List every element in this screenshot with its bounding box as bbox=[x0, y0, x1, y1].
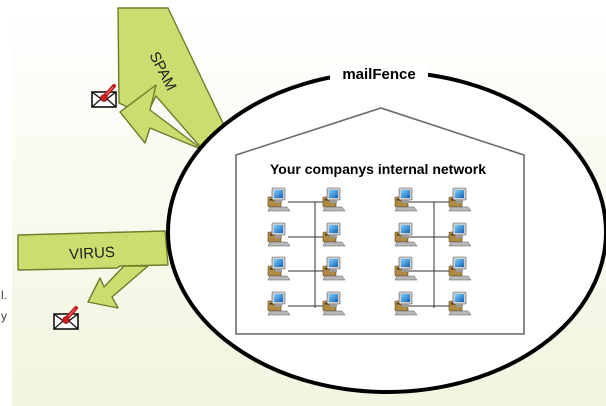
spam-arrow bbox=[117, 7, 233, 151]
virus-arrow bbox=[17, 230, 169, 309]
network-label: Your companys internal network bbox=[270, 161, 486, 177]
edge-text-fragment: l. bbox=[1, 288, 7, 302]
perimeter-label: mailFence bbox=[342, 66, 415, 83]
virus-label: VIRUS bbox=[69, 244, 116, 263]
edge-text-fragment: y bbox=[1, 309, 7, 323]
perimeter-label-bg bbox=[330, 62, 428, 84]
